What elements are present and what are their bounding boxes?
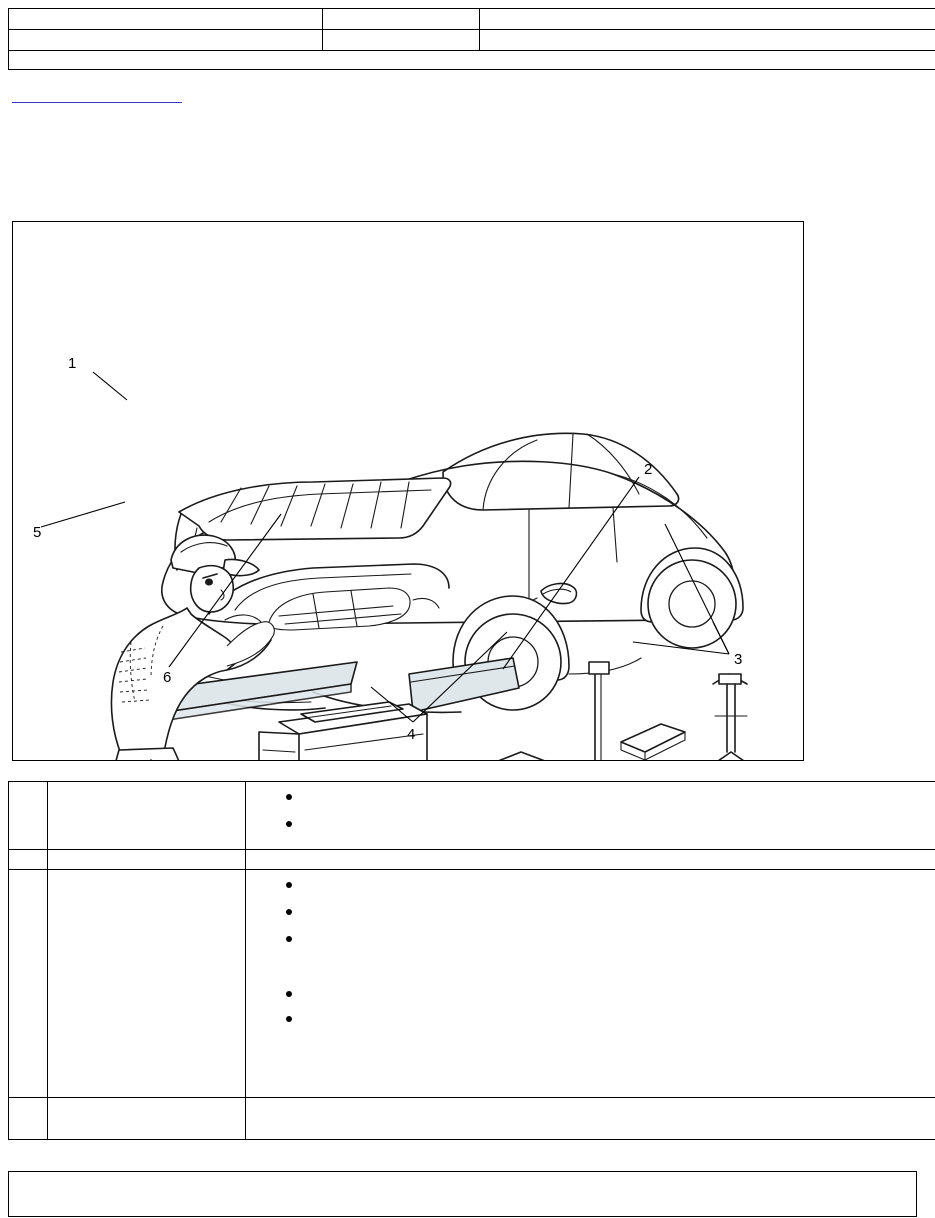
footer-note-box (8, 1171, 917, 1217)
list-item (302, 878, 935, 891)
table-row (9, 51, 935, 70)
header-cell-r1c3 (480, 9, 935, 30)
callout-label-1: 1 (68, 355, 76, 372)
callout-label-5: 5 (33, 524, 41, 541)
header-table (8, 8, 935, 70)
header-cell-r2c1 (9, 30, 323, 51)
list-item (302, 932, 935, 945)
table-row (9, 870, 935, 1098)
row-desc-cell-1 (246, 782, 935, 850)
row-name-cell-3 (48, 870, 246, 1098)
table-row (9, 782, 935, 850)
header-cell-r2c3 (480, 30, 935, 51)
list-item (302, 790, 935, 803)
row-number-cell-4 (9, 1098, 48, 1140)
bullet-list-1 (252, 790, 935, 830)
bullet-list-3 (252, 878, 935, 1025)
document-link[interactable] (12, 101, 182, 103)
link-container (12, 92, 935, 110)
row-number-cell-3 (9, 870, 48, 1098)
row-desc-cell-2 (246, 850, 935, 870)
list-item (302, 987, 935, 1000)
illustration-frame: .ln { fill:none; stroke:#1a1a1a; stroke-… (12, 221, 804, 761)
engine-bay-service-illustration: .ln { fill:none; stroke:#1a1a1a; stroke-… (13, 222, 803, 760)
header-cell-r2c2 (323, 30, 480, 51)
callout-label-4: 4 (407, 726, 415, 743)
row-number-cell-1 (9, 782, 48, 850)
callout-label-6: 6 (163, 669, 171, 686)
row-name-cell-1 (48, 782, 246, 850)
row-name-cell-2 (48, 850, 246, 870)
row-desc-cell-4 (246, 1098, 935, 1140)
row-number-cell-2 (9, 850, 48, 870)
table-row (9, 850, 935, 870)
table-row (9, 1098, 935, 1140)
list-item (302, 1012, 935, 1025)
header-cell-fullwidth (9, 51, 935, 70)
header-cell-r1c2 (323, 9, 480, 30)
row-name-cell-4 (48, 1098, 246, 1140)
list-item (302, 905, 935, 918)
list-item (302, 817, 935, 830)
callout-label-3: 3 (734, 651, 742, 668)
callout-label-2: 2 (644, 461, 652, 478)
row-desc-cell-3 (246, 870, 935, 1098)
header-cell-r1c1 (9, 9, 323, 30)
table-row (9, 30, 935, 51)
table-row (9, 9, 935, 30)
component-description-table (8, 781, 935, 1140)
